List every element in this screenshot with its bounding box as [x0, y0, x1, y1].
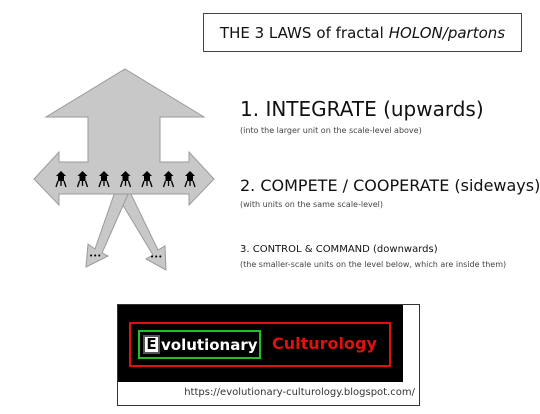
title-mid: of fractal [316, 23, 384, 42]
logo-letter: E [143, 335, 160, 354]
law-3-heading: 3. CONTROL & COMMAND (downwards) [240, 244, 438, 255]
law-1-subtext: (into the larger unit on the scale-level… [240, 126, 422, 135]
law-2-heading: 2. COMPETE / COOPERATE (sideways) [240, 176, 540, 195]
down-arrow-right-dots: ••• [150, 253, 162, 261]
holon-figures [55, 171, 196, 188]
title-emphasis: HOLON/partons [388, 23, 506, 42]
holon-figure [119, 171, 132, 188]
holon-figure [55, 171, 67, 188]
banner-green-frame: E volutionary [138, 330, 261, 359]
logo-word-2: Culturology [272, 334, 377, 353]
title-lead: THE 3 LAWS [219, 23, 312, 42]
law-3-subtext: (the smaller-scale units on the level be… [240, 260, 507, 269]
holon-figure [141, 171, 153, 188]
blog-url-link[interactable]: https://evolutionary-culturology.blogspo… [184, 387, 415, 398]
blog-banner[interactable]: E volutionary Culturology https://evolut… [117, 304, 420, 406]
down-arrow-left [85, 185, 130, 268]
law-1-heading: 1. INTEGRATE (upwards) [240, 97, 484, 121]
title-box: THE 3 LAWS of fractal HOLON/partons [203, 13, 522, 52]
up-sideways-arrow [33, 68, 215, 207]
logo-word: volutionary [161, 335, 258, 354]
holon-figure [76, 171, 89, 188]
law-2-subtext: (with units on the same scale-level) [240, 200, 383, 209]
down-arrow-right [114, 185, 167, 271]
banner-red-frame: E volutionary Culturology [129, 322, 391, 367]
holon-figure [98, 171, 110, 188]
holon-figure [184, 171, 196, 188]
banner-logo-panel: E volutionary Culturology [118, 305, 403, 382]
holon-figure [162, 171, 175, 188]
down-arrow-left-dots: ••• [89, 252, 101, 260]
